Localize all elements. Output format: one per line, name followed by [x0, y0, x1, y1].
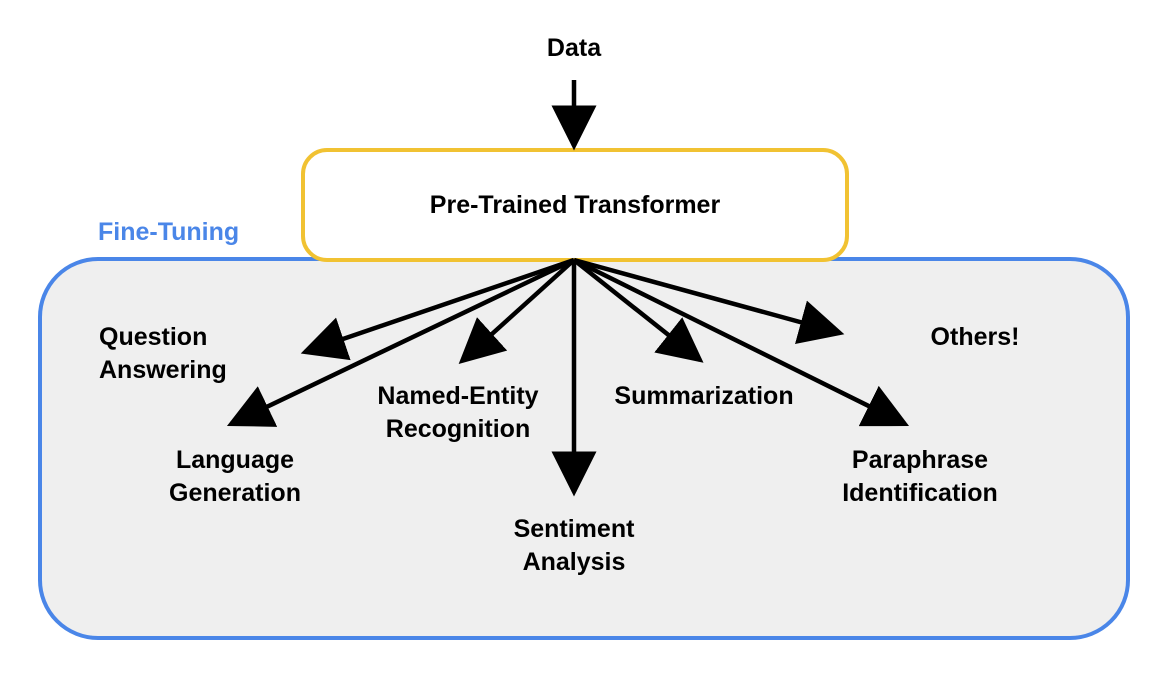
task-arrows: [226, 257, 910, 497]
task-others: Others!: [930, 323, 1020, 351]
arrow-question-answering: [300, 257, 575, 361]
task-question-answering: Question Answering: [99, 323, 227, 384]
transformer-label: Pre-Trained Transformer: [429, 191, 721, 219]
task-paraphrase-identification: Paraphrase Identification: [842, 446, 998, 507]
task-language-generation: Language Generation: [169, 446, 301, 507]
task-sentiment-analysis: Sentiment Analysis: [513, 515, 635, 576]
fine-tuning-label: Fine-Tuning: [98, 218, 240, 246]
data-label: Data: [546, 34, 602, 62]
arrow-paraphrase-identification: [573, 257, 910, 427]
task-summarization: Summarization: [614, 382, 794, 410]
arrow-language-generation: [226, 257, 575, 427]
arrow-others: [573, 257, 845, 344]
arrow-named-entity-recognition: [458, 258, 576, 365]
task-named-entity-recognition: Named-Entity Recognition: [377, 382, 539, 443]
arrow-summarization: [572, 258, 704, 363]
